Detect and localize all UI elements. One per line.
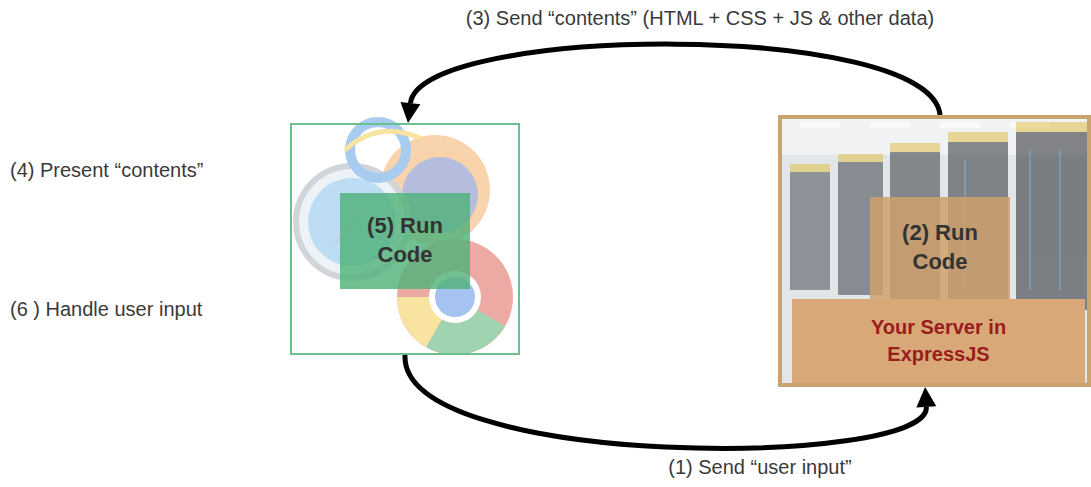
browser-icons (296, 122, 513, 355)
browser-box: (4) Present “contents”(6 ) Handle user i… (290, 123, 520, 355)
node-text: (5) Run Code (354, 212, 456, 269)
edge-label: (3) Send “contents” (HTML + CSS + JS & o… (462, 7, 938, 30)
server-name-band: Your Server in ExpressJS (792, 299, 1085, 383)
run-code-box: (2) Run Code (870, 197, 1010, 299)
server-box: Your Server in ExpressJS (2) Run Code (778, 115, 1091, 387)
node-text: (2) Run Code (884, 219, 996, 276)
server-room-picture (778, 115, 1091, 387)
run-code-box: (5) Run Code (340, 193, 470, 289)
step-label: (4) Present “contents” (10, 159, 203, 182)
step-label: (6 ) Handle user input (10, 298, 202, 321)
edge-label: (1) Send “user input” (664, 456, 855, 479)
curved-arrow (400, 44, 940, 123)
